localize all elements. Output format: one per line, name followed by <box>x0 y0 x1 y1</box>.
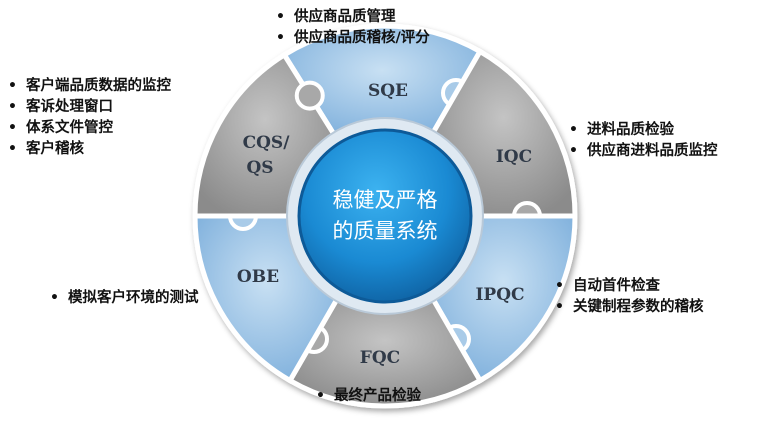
ipqc-note-item: 自动首件检查 <box>551 276 704 297</box>
center-hub <box>297 128 473 304</box>
puzzle-knob-cqs <box>294 80 325 111</box>
iqc-note-item: 供应商进料品质监控 <box>565 141 718 162</box>
fqc-notes: 最终产品检验 <box>312 386 421 407</box>
fqc-note-item: 最终产品检验 <box>312 386 421 407</box>
iqc-notes: 进料品质检验 供应商进料品质监控 <box>565 120 718 162</box>
ipqc-notes: 自动首件检查 关键制程参数的稽核 <box>551 276 704 318</box>
segment-label-cqs-line1: CQS/ <box>243 133 291 153</box>
cqs-note-item: 体系文件管控 <box>4 118 171 139</box>
segment-label-ipqc: IPQC <box>475 285 524 305</box>
segment-label-iqc: IQC <box>496 147 532 167</box>
cqs-note-item: 客诉处理窗口 <box>4 97 171 118</box>
segment-label-cqs-line2: QS <box>246 158 273 178</box>
center-title-line2: 的质量系统 <box>333 219 438 243</box>
segment-label-obe: OBE <box>237 267 279 287</box>
cqs-note-item: 客户端品质数据的监控 <box>4 76 171 97</box>
obe-notes: 模拟客户环境的测试 <box>46 288 199 309</box>
iqc-note-item: 进料品质检验 <box>565 120 718 141</box>
cqs-notes: 客户端品质数据的监控 客诉处理窗口 体系文件管控 客户稽核 <box>4 76 171 160</box>
obe-note-item: 模拟客户环境的测试 <box>46 288 199 309</box>
cqs-note-item: 客户稽核 <box>4 139 171 160</box>
sqe-note-item: 供应商品质管理 <box>272 7 430 28</box>
segment-label-sqe: SQE <box>368 81 408 101</box>
sqe-notes: 供应商品质管理 供应商品质稽核/评分 <box>272 7 430 49</box>
ipqc-note-item: 关键制程参数的稽核 <box>551 297 704 318</box>
sqe-note-item: 供应商品质稽核/评分 <box>272 28 430 49</box>
segment-label-fqc: FQC <box>360 348 400 368</box>
center-title-line1: 稳健及严格 <box>333 188 438 212</box>
